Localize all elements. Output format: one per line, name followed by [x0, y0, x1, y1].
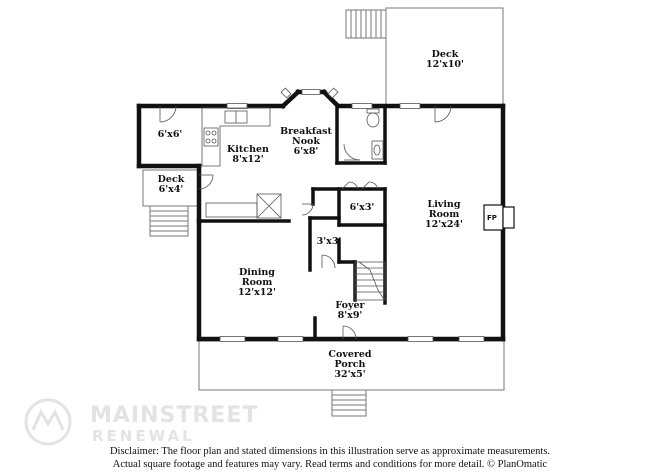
kitchen-name: Kitchen [227, 144, 269, 155]
deck-top-name: Deck [431, 49, 459, 60]
closet-6x6-label: 6'x6' [147, 130, 193, 140]
porch-name-1: Covered [328, 349, 372, 360]
closet-6x3-dim: 6'x3' [349, 202, 375, 213]
foyer-dim: 8'x9' [337, 310, 363, 321]
living-name-2: Room [428, 209, 460, 220]
watermark-line-1: MAINSTREET [90, 403, 259, 428]
windows [219, 87, 485, 342]
fireplace [483, 204, 515, 231]
disclaimer-line-1: Disclaimer: The floor plan and stated di… [109, 446, 551, 457]
closet-3x3-label: 3'x3' [313, 237, 345, 247]
deck-top-dim: 12'x10' [426, 59, 464, 70]
porch-name-2: Porch [334, 359, 366, 370]
porch-dim: 32'x5' [334, 369, 366, 380]
closet-6x6-dim: 6'x6' [157, 129, 183, 140]
dining-name-1: Dining [239, 267, 275, 278]
deck-side-label: Deck 6'x4' [148, 175, 194, 195]
deck-top-label: Deck 12'x10' [410, 50, 480, 70]
foyer-label: Foyer 8'x9' [320, 301, 380, 321]
kitchen-fixtures [201, 107, 282, 219]
kitchen-label: Kitchen 8'x12' [220, 145, 276, 165]
closet-3x3-dim: 3'x3' [316, 236, 342, 247]
kitchen-dim: 8'x12' [232, 154, 264, 165]
breakfast-nook-label: Breakfast Nook 6'x8' [274, 127, 338, 157]
living-room-label: Living Room 12'x24' [412, 200, 476, 230]
bath-fixtures [366, 108, 384, 160]
foyer-name: Foyer [335, 300, 365, 311]
deck-side-dim: 6'x4' [158, 184, 184, 195]
deck-side-name: Deck [157, 174, 185, 185]
disclaimer-line-2: Actual square footage and features may v… [112, 459, 548, 470]
dining-room-label: Dining Room 12'x12' [222, 268, 292, 298]
closet-6x3-label: 6'x3' [342, 203, 382, 213]
disclaimer: Disclaimer: The floor plan and stated di… [60, 445, 600, 471]
stairs [354, 261, 386, 301]
exterior-walls [136, 88, 506, 342]
covered-porch-label: Covered Porch 32'x5' [315, 350, 385, 380]
living-dim: 12'x24' [425, 219, 463, 230]
door-swings [159, 105, 452, 340]
dining-name-2: Room [241, 277, 273, 288]
breakfast-name-1: Breakfast [280, 126, 332, 137]
fireplace-label: FP [487, 214, 497, 222]
breakfast-dim: 6'x8' [293, 146, 319, 157]
watermark-line-2: RENEWAL [92, 427, 195, 445]
living-name-1: Living [427, 199, 461, 210]
dining-dim: 12'x12' [238, 287, 276, 298]
breakfast-name-2: Nook [292, 136, 320, 147]
